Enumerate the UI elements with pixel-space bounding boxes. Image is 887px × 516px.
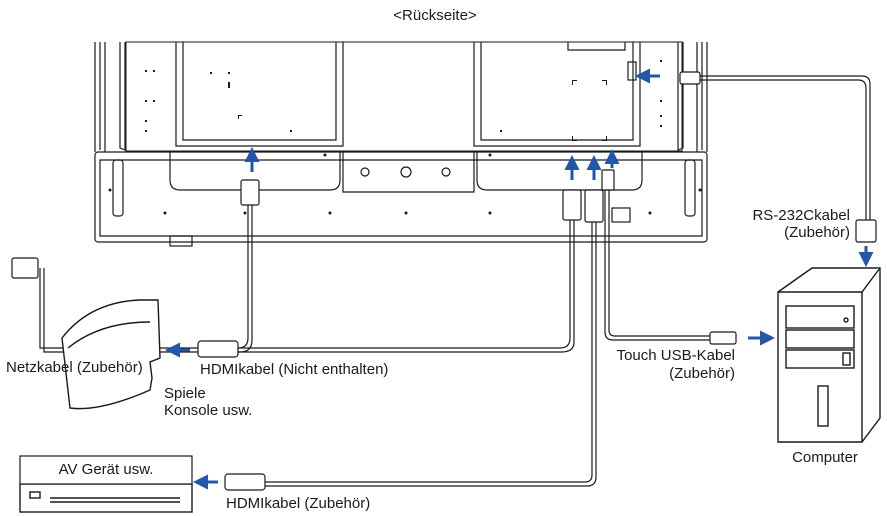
panel-marks [108, 60, 702, 215]
hdmi-accessory-label: HDMIkabel (Zubehör) [226, 495, 371, 512]
av-device-label-box [19, 455, 193, 485]
computer-label: Computer [792, 449, 858, 466]
power-cable-label: Netzkabel (Zubehör) [6, 359, 143, 376]
rs232-label-2: (Zubehör) [784, 224, 850, 241]
touch-usb-label-1: Touch USB-Kabel [616, 347, 735, 364]
plugs [11, 71, 877, 491]
game-console-label-1: Spiele [164, 385, 206, 402]
rear-title: <Rückseite> [393, 7, 477, 24]
cables [39, 75, 871, 487]
game-console [61, 299, 161, 410]
monitor-rear [94, 41, 708, 247]
touch-usb-label-2: (Zubehör) [669, 365, 735, 382]
hdmi-not-included-label: HDMIkabel (Nicht enthalten) [200, 361, 389, 378]
rs232-label-1: RS-232Ckabel [752, 207, 850, 224]
game-console-label-2: Konsole usw. [164, 402, 253, 419]
computer [777, 267, 881, 443]
arrows [165, 68, 874, 490]
av-device-label: AV Gerät usw. [58, 461, 154, 478]
